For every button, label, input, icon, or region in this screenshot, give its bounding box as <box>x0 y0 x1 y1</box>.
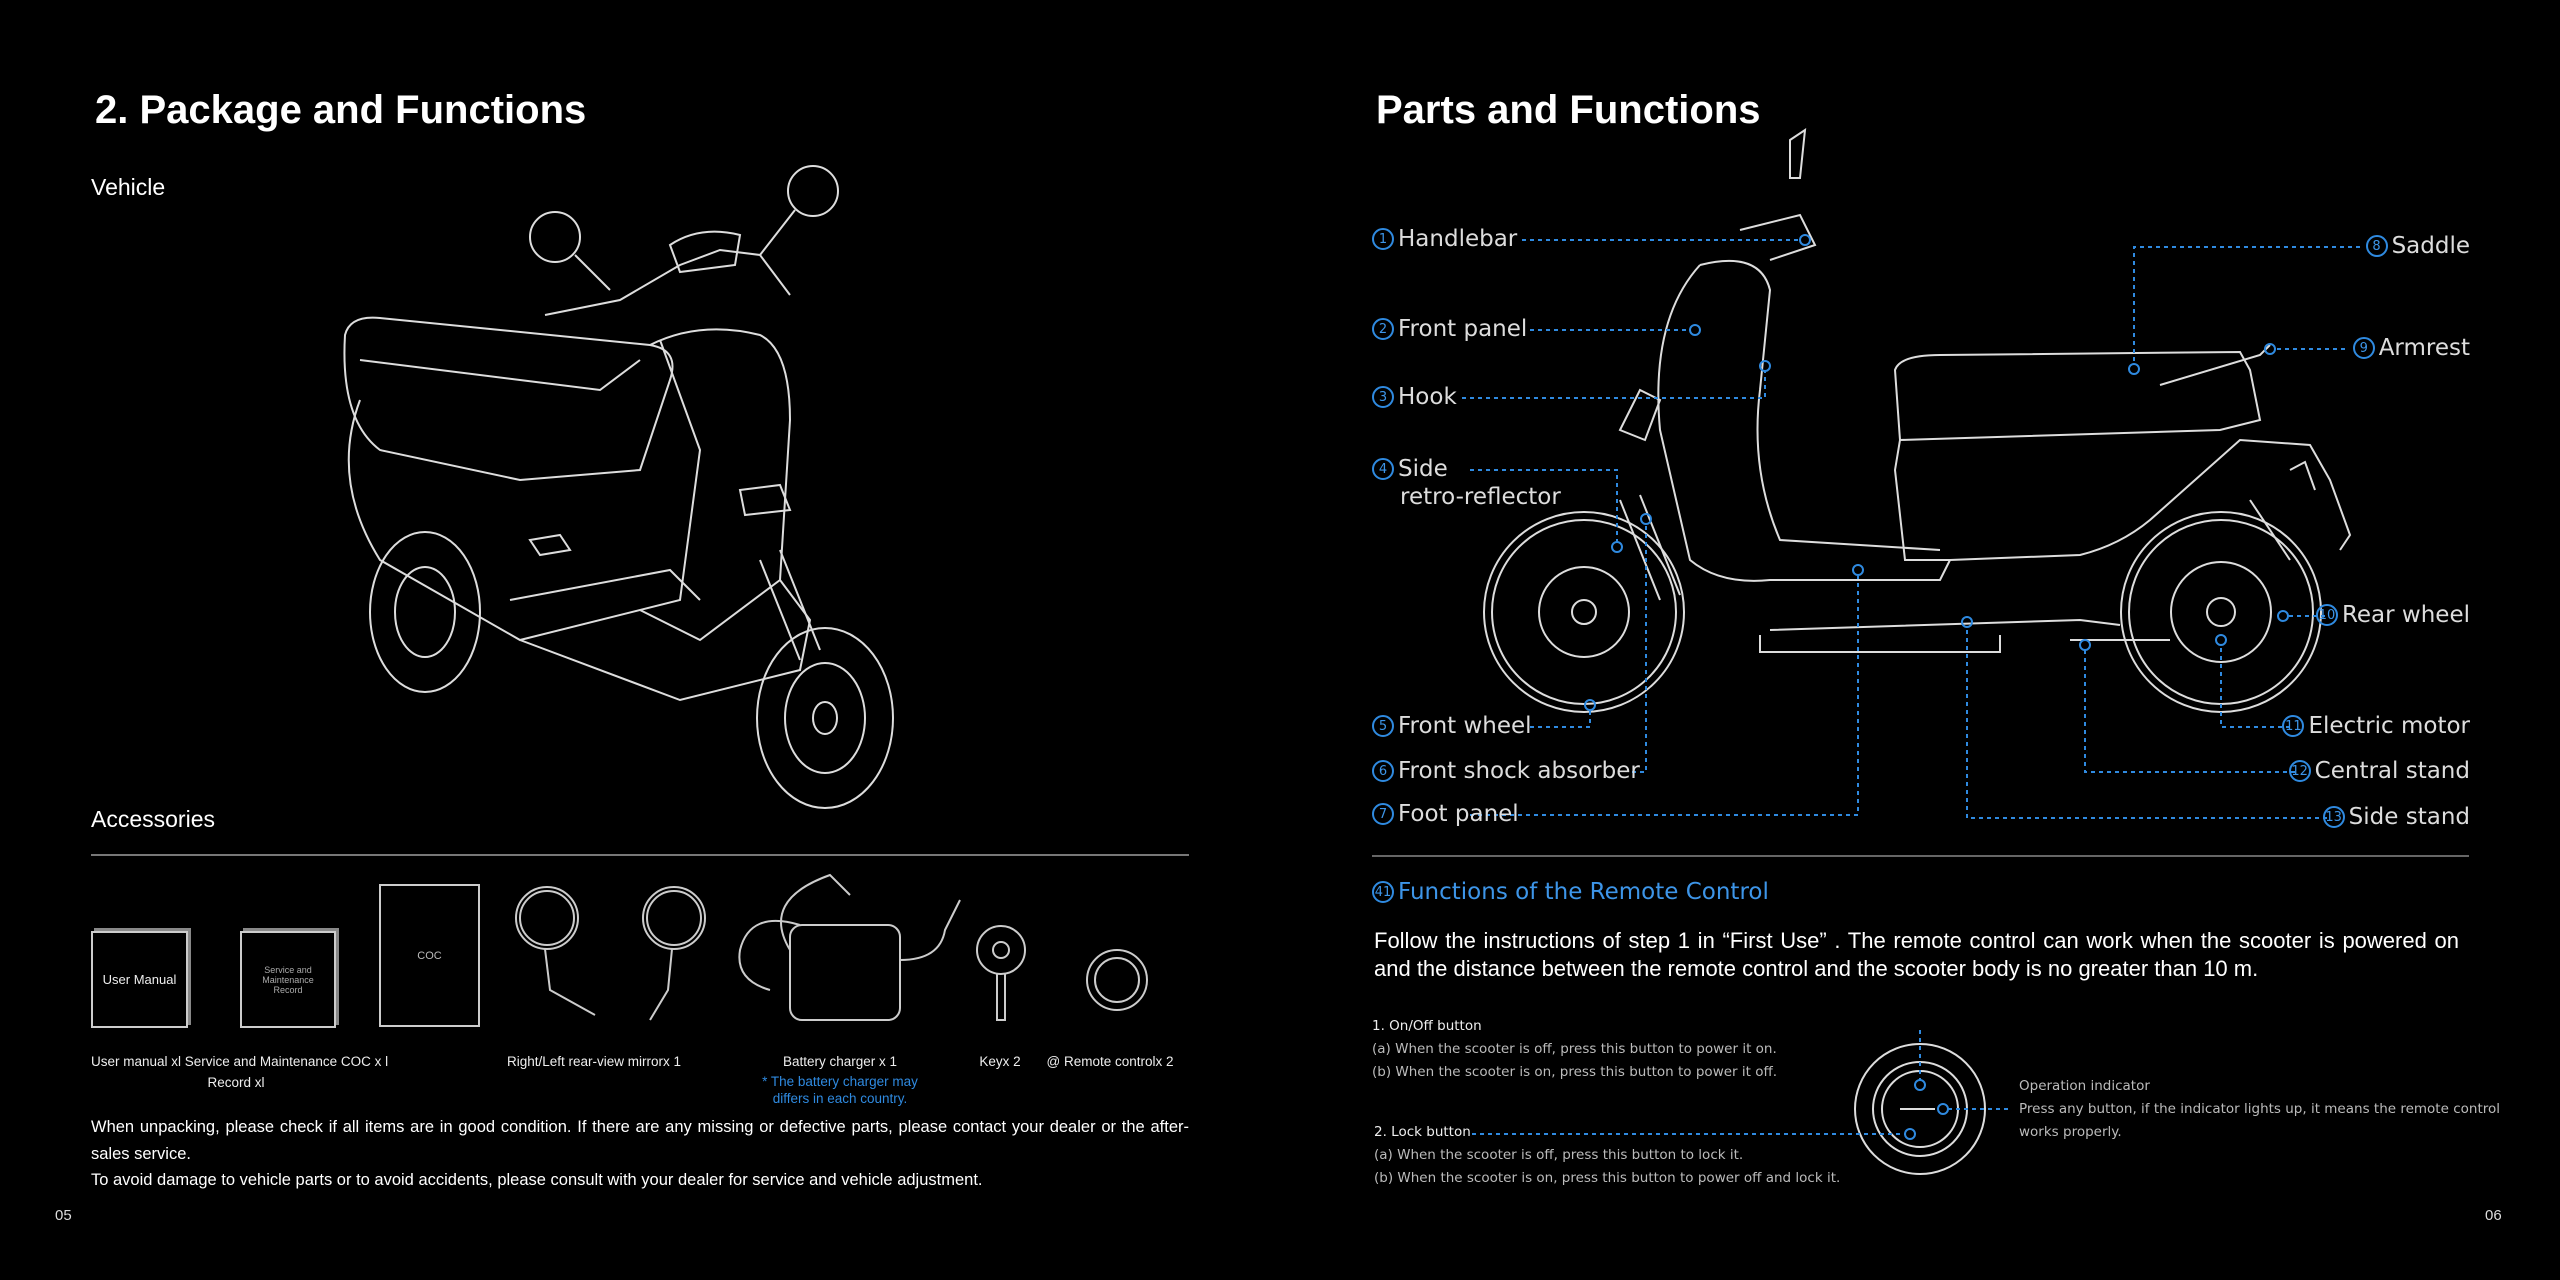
onoff-desc-b: (b) When the scooter is on, press this b… <box>1372 1064 1778 1080</box>
part-label-text: Handlebar <box>1398 226 1518 252</box>
lock-desc-a: (a) When the scooter is off, press this … <box>1374 1147 1744 1163</box>
lock-button-description: 2. Lock button (a) When the scooter is o… <box>1374 1121 1840 1190</box>
leader-lines <box>1462 239 2360 819</box>
adjustment-paragraph: To avoid damage to vehicle parts or to a… <box>91 1171 983 1189</box>
part-label-text: Rear wheel <box>2341 602 2470 628</box>
user-manual-image: User Manual <box>91 931 188 1028</box>
accessories-heading: Accessories <box>91 806 215 832</box>
onoff-title: 1. On/Off button <box>1372 1018 1482 1034</box>
charger-note-line2: differs in each country. <box>772 1091 908 1106</box>
lock-desc-b: (b) When the scooter is on, press this b… <box>1374 1170 1841 1186</box>
part-number-badge: 13 <box>2322 806 2345 828</box>
onoff-button-description: 1. On/Off button (a) When the scooter is… <box>1372 1015 1777 1084</box>
part-number-badge: 7 <box>1372 803 1394 825</box>
part-label-text: Foot panel <box>1398 801 1519 827</box>
indicator-desc-2: works properly. <box>2019 1124 2122 1140</box>
service-record-image: Service and Maintenance Record <box>240 931 336 1028</box>
charger-note-line1: * The battery charger may <box>762 1074 918 1089</box>
charger-note: * The battery charger may differs in each… <box>730 1073 950 1107</box>
caption-mirrors: Right/Left rear-view mirrorx 1 <box>506 1054 682 1069</box>
part-number-badge: 11 <box>2282 715 2305 737</box>
part-number-badge: 10 <box>2315 604 2338 626</box>
part-label-text: retro-reflector <box>1400 484 1561 510</box>
service-record-text: Service and Maintenance Record <box>262 964 314 995</box>
part-number-badge: 9 <box>2352 337 2375 359</box>
caption-manuals-line2: Record xl <box>207 1075 265 1090</box>
part-label-text: Front wheel <box>1398 713 1532 739</box>
mirror-icon <box>642 886 706 1021</box>
page-title-parts: Parts and Functions <box>1376 88 1761 132</box>
caption-manuals: User manual xl Service and Maintenance C… <box>91 1051 389 1093</box>
part-label-text: Hook <box>1398 384 1457 410</box>
caption-charger: Battery charger x 1 <box>782 1054 898 1069</box>
part-label-side-retro-reflector-line2: retro-reflector <box>1400 484 1561 510</box>
part-number-badge: 3 <box>1372 386 1394 408</box>
lock-title: 2. Lock button <box>1374 1124 1471 1140</box>
coc-text: COC <box>417 950 442 962</box>
part-markers <box>1584 234 2289 711</box>
mirror-icon <box>515 886 596 1016</box>
caption-manuals-line1: User manual xl Service and Maintenance C… <box>91 1054 389 1069</box>
scooter-three-quarter-illustration <box>343 165 894 809</box>
caption-remote: @ Remote controlx 2 <box>1046 1054 1174 1069</box>
part-label-text: Front shock absorber <box>1398 758 1640 784</box>
part-label-text: Central stand <box>2314 758 2470 784</box>
part-label-text: Electric motor <box>2308 713 2470 739</box>
remote-control-icon <box>1086 949 1148 1011</box>
section-number-badge: 41 <box>1372 881 1394 903</box>
part-label-text: Saddle <box>2391 233 2470 259</box>
onoff-desc-a: (a) When the scooter is off, press this … <box>1372 1041 1777 1057</box>
divider <box>1372 855 2469 857</box>
vehicle-heading: Vehicle <box>91 174 166 200</box>
part-number-badge: 5 <box>1372 715 1394 737</box>
unpacking-paragraph: When unpacking, please check if all item… <box>91 1118 1189 1163</box>
part-label-text: Armrest <box>2378 335 2470 361</box>
remote-intro-paragraph: Follow the instructions of step 1 in “Fi… <box>1374 928 2459 981</box>
page-number-left: 05 <box>55 1207 72 1224</box>
key-icon <box>976 925 1026 1021</box>
part-label-text: Side stand <box>2348 804 2470 830</box>
part-number-badge: 1 <box>1372 228 1394 250</box>
caption-key: Keyx 2 <box>979 1054 1021 1069</box>
indicator-title: Operation indicator <box>2019 1078 2150 1094</box>
battery-charger-icon <box>738 873 961 1021</box>
operation-indicator-description: Operation indicator Press any button, if… <box>2019 1075 2500 1144</box>
part-number-badge: 4 <box>1372 458 1394 480</box>
part-number-badge: 12 <box>2288 760 2311 782</box>
part-label-text: Front panel <box>1398 316 1528 342</box>
divider <box>91 854 1189 856</box>
part-number-badge: 6 <box>1372 760 1394 782</box>
part-number-badge: 2 <box>1372 318 1394 340</box>
part-label-text: Side <box>1398 456 1448 482</box>
page-number-right: 06 <box>2485 1207 2502 1224</box>
remote-functions-heading-text: Functions of the Remote Control <box>1398 879 1769 905</box>
page-title-package: 2. Package and Functions <box>95 88 587 132</box>
part-number-badge: 8 <box>2365 235 2388 257</box>
coc-image: COC <box>379 884 480 1027</box>
indicator-desc-1: Press any button, if the indicator light… <box>2019 1101 2500 1117</box>
user-manual-text: User Manual <box>102 972 177 987</box>
accessories-illustrations <box>515 873 1148 1021</box>
